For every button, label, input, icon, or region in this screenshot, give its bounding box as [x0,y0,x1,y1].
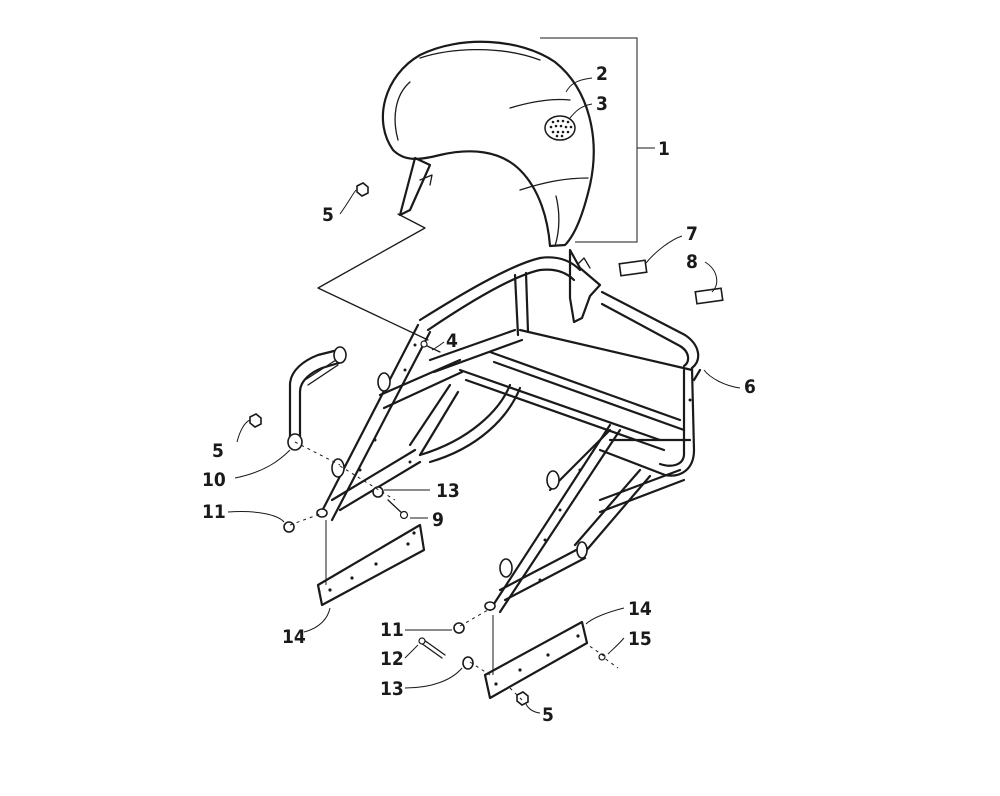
assembly-bracket [540,37,638,243]
callout-14-left: 14 [282,626,306,648]
leader-lines [227,77,741,714]
callout-14-right: 14 [628,598,652,620]
assembly-guides [289,213,605,701]
callout-8: 8 [686,251,698,273]
callout-10: 10 [202,469,226,491]
callout-3: 3 [596,93,608,115]
nut-5-mid [249,413,262,428]
screw-15 [598,653,619,669]
callout-5-upper: 5 [322,204,334,226]
callout-11-right: 11 [380,619,404,641]
bolt-12 [418,637,446,659]
callout-15: 15 [628,628,652,650]
callout-4: 4 [446,330,458,352]
decal-7 [618,259,648,277]
mounting-plate-right [483,620,589,700]
bolt-4 [420,340,441,353]
decal-8 [694,287,724,305]
washer-13-upper [372,486,384,498]
emblem-decal [544,115,576,141]
nut-5-upper [356,182,369,197]
grab-handle [287,346,347,451]
nut-11-left [283,521,295,533]
callout-12: 12 [380,648,404,670]
callout-labels: 1 2 3 4 5 5 5 6 7 8 9 10 11 11 12 13 13 … [202,63,756,726]
mounting-plate-left [316,523,426,607]
callout-7: 7 [686,223,698,245]
bolt-9 [387,499,409,520]
backrest-pad [381,40,602,324]
rack-frame [316,256,702,614]
callout-5-mid: 5 [212,440,224,462]
callout-6: 6 [744,376,756,398]
callout-1: 1 [658,138,670,160]
callout-13-upper: 13 [436,480,460,502]
callout-2: 2 [596,63,608,85]
washer-13-lower [462,656,474,670]
nut-5-bottom [516,691,529,706]
callout-9: 9 [432,509,444,531]
callout-11-left: 11 [202,501,226,523]
callout-5-bottom: 5 [542,704,554,726]
callout-13-lower: 13 [380,678,404,700]
